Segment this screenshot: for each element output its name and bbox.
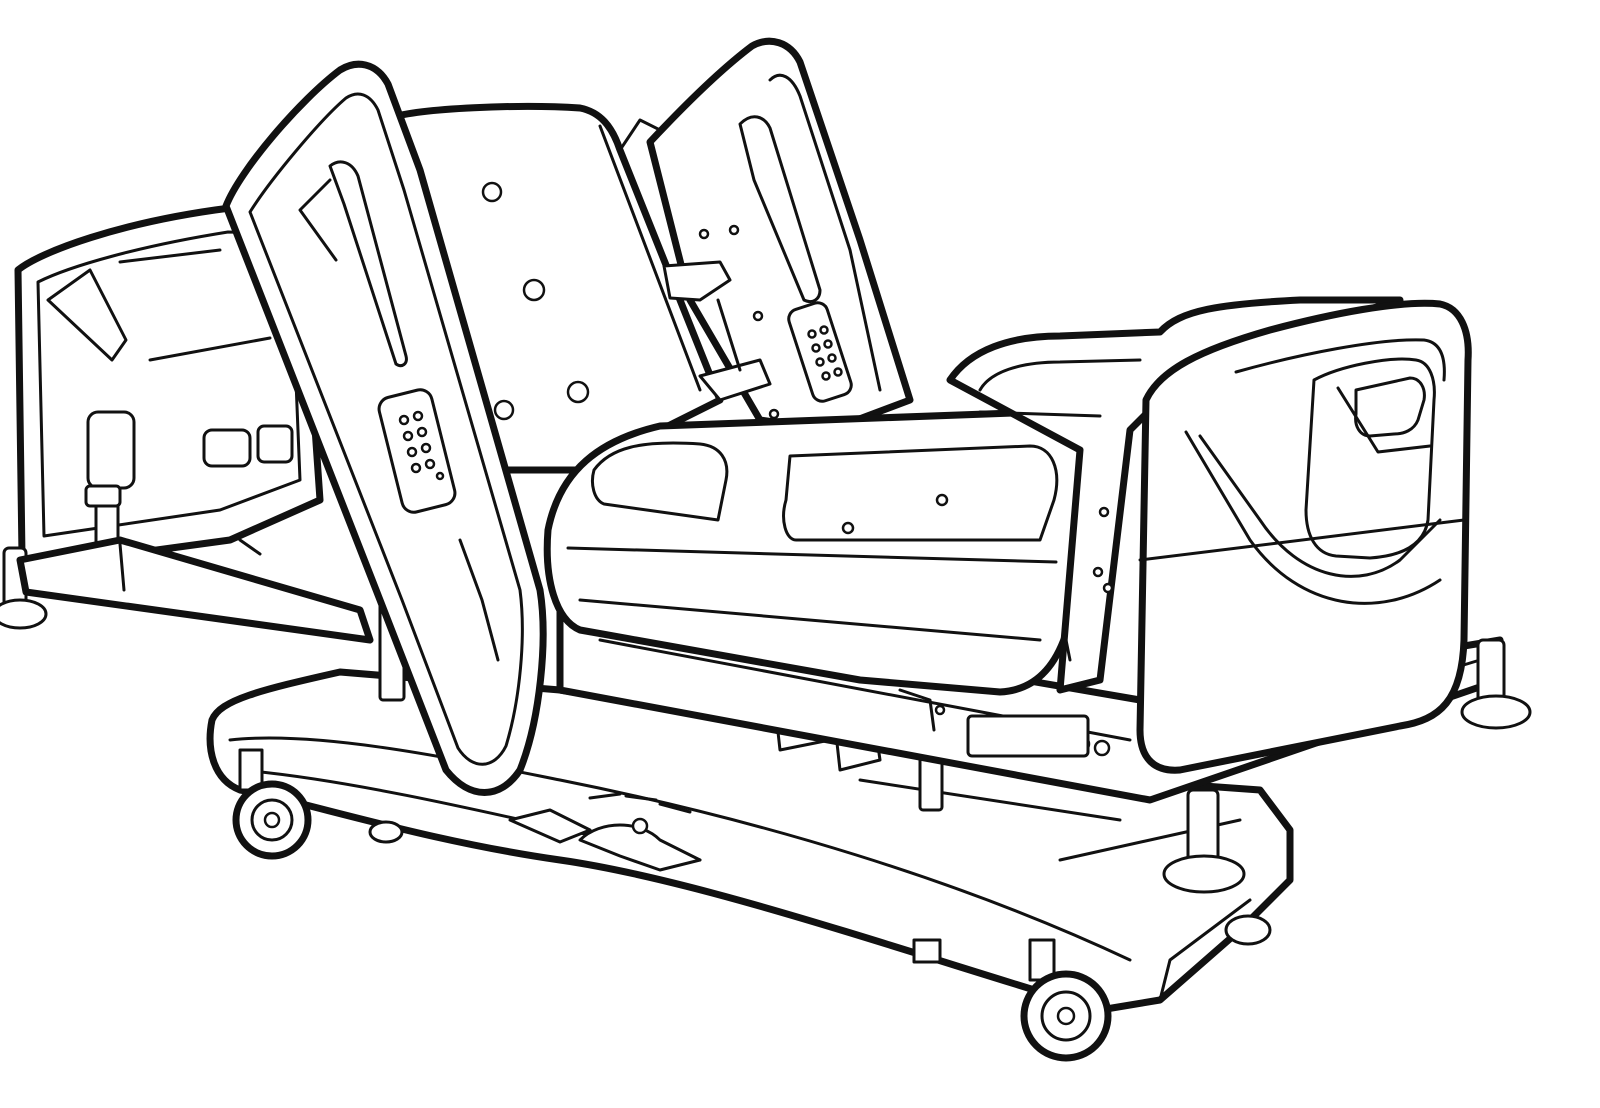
leg-section — [946, 296, 1404, 694]
foot-board — [1136, 299, 1472, 774]
brake-pedal[interactable] — [508, 792, 702, 872]
frame-fasteners — [238, 538, 1104, 732]
caster-front-right — [1020, 938, 1112, 1062]
caster-rear-right — [912, 914, 1272, 964]
foot-leg-posts — [1162, 638, 1532, 894]
side-rail-left[interactable] — [222, 60, 547, 796]
caster-front-left — [232, 748, 312, 860]
right-rail-keypad[interactable] — [786, 300, 854, 404]
left-rail-keypad[interactable] — [377, 387, 458, 515]
caster-wheels — [232, 748, 1272, 1062]
head-board — [14, 204, 324, 570]
seat-section — [543, 408, 1097, 696]
side-rail-right[interactable] — [646, 37, 914, 434]
caster-rear-left — [368, 820, 404, 844]
